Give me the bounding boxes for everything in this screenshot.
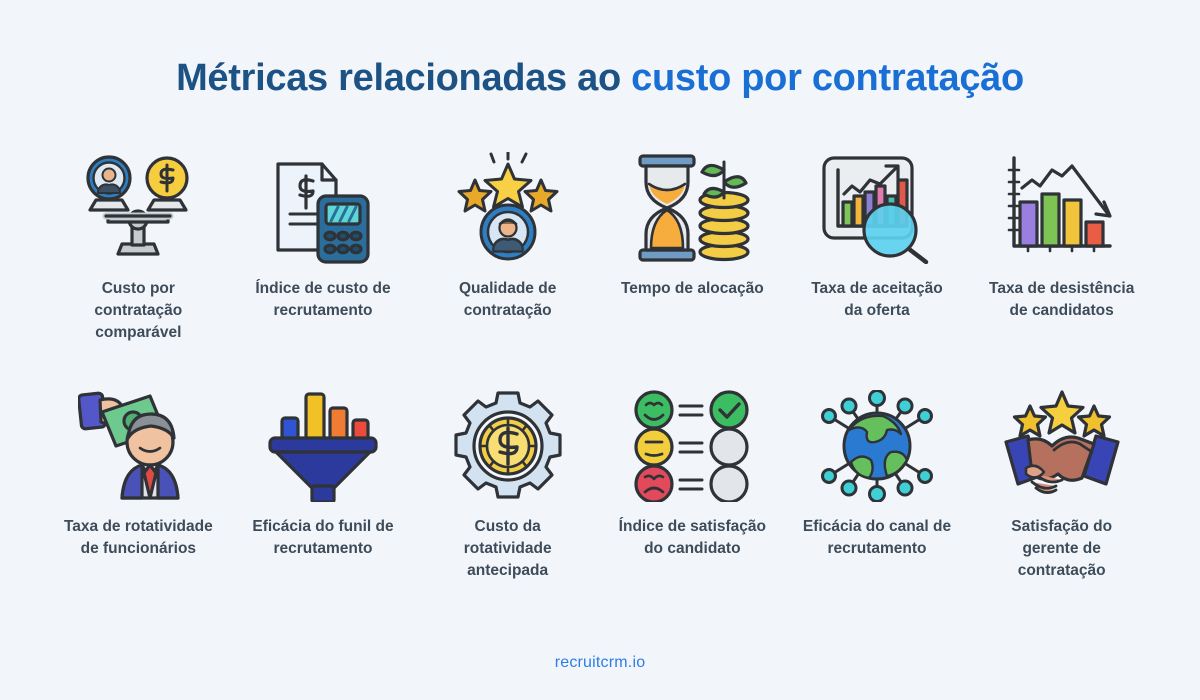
metric-label: Taxa de aceitação da oferta [811,279,943,319]
invoice-calculator-icon [253,144,393,272]
handshake-stars-icon [992,382,1132,510]
hourglass-coin-stack-plant-icon [622,144,762,272]
gear-dollar-coin-icon [438,382,578,510]
metric-card-time-to-fill: Tempo de alocação [604,144,781,374]
metric-card-quality-of-hire: Qualidade de contratação [419,144,596,374]
funnel-bars-icon [253,382,393,510]
metric-card-cost-per-hire-comparable: Custo por contratação comparável [50,144,227,374]
metric-card-recruitment-cost-ratio: Índice de custo de recrutamento [235,144,412,374]
metric-label: Qualidade de contratação [458,279,557,319]
metric-card-candidate-dropout-rate: Taxa de desistência de candidatos [973,144,1150,374]
metric-label: Tempo de alocação [620,279,764,297]
metric-label: Taxa de rotatividade de funcionários [63,517,213,557]
satisfaction-faces-survey-icon [622,382,762,510]
hand-money-employee-icon [68,382,208,510]
metric-label: Eficácia do funil de recrutamento [252,517,394,557]
metric-card-candidate-satisfaction-index: Índice de satisfação do candidato [604,382,781,612]
page-title-accent: custo por contratação [631,57,1024,100]
infographic-page: Métricas relacionadas ao custo por contr… [0,25,1200,700]
metric-label: Taxa de desistência de candidatos [989,279,1135,319]
metric-card-hiring-manager-satisfaction: Satisfação do gerente de contratação [973,382,1150,612]
footer: recruitcrm.io [0,654,1200,672]
metric-card-employee-turnover-rate: Taxa de rotatividade de funcionários [50,382,227,612]
metric-label: Índice de satisfação do candidato [618,517,766,557]
metric-label: Eficácia do canal de recrutamento [802,517,952,557]
recruitcrm-link[interactable]: recruitcrm.io [554,654,646,672]
metric-label: Custo da rotatividade antecipada [463,517,552,579]
balance-scale-person-coin-icon [68,144,208,272]
metric-card-offer-acceptance-rate: Taxa de aceitação da oferta [789,144,966,374]
bar-chart-magnifier-icon [807,144,947,272]
metrics-grid: Custo por contratação comparável [50,126,1150,612]
metric-label: Satisfação do gerente de contratação [1011,517,1113,579]
metric-label: Custo por contratação comparável [94,279,183,341]
page-title-primary: Métricas relacionadas ao [176,57,632,100]
declining-bar-chart-icon [992,144,1132,272]
metric-card-sourcing-channel-effectiveness: Eficácia do canal de recrutamento [789,382,966,612]
globe-network-icon [807,382,947,510]
metric-card-recruitment-funnel-effectiveness: Eficácia do funil de recrutamento [235,382,412,612]
metric-card-early-turnover-cost: Custo da rotatividade antecipada [419,382,596,612]
stars-avatar-icon [438,144,578,272]
page-title: Métricas relacionadas ao custo por contr… [0,25,1200,100]
metric-label: Índice de custo de recrutamento [255,279,391,319]
